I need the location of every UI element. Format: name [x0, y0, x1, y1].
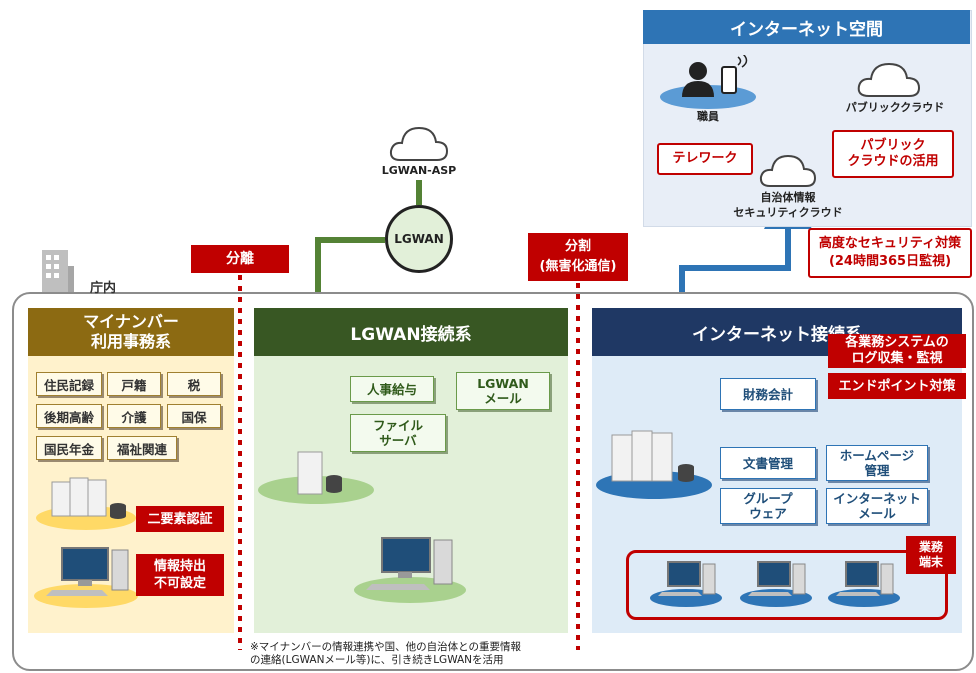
tag-homepage-line1: ホームページ: [839, 448, 915, 463]
footnote-line1: ※マイナンバーの情報連携や国、他の自治体との重要情報: [250, 641, 521, 653]
business-terminal-group: [626, 550, 948, 620]
mynumber-title-line1: マイナンバー: [83, 312, 179, 331]
lgwan-server-icon: [258, 451, 374, 504]
lgwan-asp-label: LGWAN-ASP: [381, 163, 457, 177]
mynumber-title-line2: 利用事務系: [90, 332, 171, 351]
tag-file-server-line2: サーバ: [379, 433, 417, 448]
tag-national-pension: 国民年金: [36, 436, 102, 460]
lgwan-node: LGWAN: [385, 205, 453, 273]
internet-server-icon: [596, 430, 712, 499]
footnote: ※マイナンバーの情報連携や国、他の自治体との重要情報 の連絡(LGWANメール等…: [250, 641, 580, 669]
tag-internet-mail: インターネット メール: [826, 488, 928, 524]
mynumber-server-icon: [36, 477, 136, 530]
security-cloud-line2: セキュリティクラウド: [733, 206, 843, 219]
staff-label: 職員: [697, 110, 719, 123]
security-cloud-line1: 自治体情報: [760, 191, 816, 204]
log-collection-line2: ログ収集・監視: [851, 351, 943, 366]
tag-health-insurance: 国保: [167, 404, 221, 428]
tag-lgwan-mail-line2: メール: [484, 391, 522, 406]
mynumber-pc-icon: [34, 547, 138, 608]
tag-finance: 財務会計: [720, 378, 816, 410]
terminal-pc-icon-1: [650, 561, 722, 607]
tag-groupware-line2: ウェア: [749, 506, 787, 521]
endpoint-badge: エンドポイント対策: [828, 373, 966, 399]
tag-lgwan-mail: LGWAN メール: [456, 372, 550, 410]
public-cloud-use-line2: クラウドの活用: [847, 154, 939, 169]
public-cloud-icon: [857, 62, 921, 97]
tag-file-server: ファイル サーバ: [350, 414, 446, 452]
tag-internet-mail-line1: インターネット: [833, 491, 921, 506]
no-export-line2: 不可設定: [153, 576, 206, 591]
business-terminal-line1: 業務: [918, 540, 943, 554]
footnote-line2: の連絡(LGWANメール等)に、引き続きLGWANを活用: [250, 654, 504, 666]
mynumber-title: マイナンバー 利用事務系: [28, 308, 234, 356]
tag-care: 介護: [107, 404, 161, 428]
lgwan-to-column-line: [315, 237, 385, 308]
internet-space-title: インターネット空間: [643, 10, 970, 44]
tag-document: 文書管理: [720, 447, 816, 479]
telework-box: テレワーク: [657, 143, 753, 175]
security-cloud-label: 自治体情報 セキュリティクラウド: [718, 190, 858, 220]
public-cloud-use-line1: パブリック: [860, 138, 926, 153]
tag-groupware-line1: グループ: [743, 491, 793, 506]
tag-homepage-line2: 管理: [864, 463, 890, 478]
division-label: 分割 (無害化通信): [528, 233, 628, 281]
tag-groupware: グループ ウェア: [720, 488, 816, 524]
terminal-pc-icon-2: [740, 561, 812, 607]
tag-file-server-line1: ファイル: [372, 418, 423, 433]
public-cloud-label: パブリッククラウド: [845, 101, 945, 114]
business-terminal-line2: 端末: [918, 555, 943, 569]
tag-welfare: 福祉関連: [107, 436, 177, 460]
lgwan-pc-icon: [354, 537, 466, 603]
no-export-badge: 情報持出 不可設定: [136, 554, 224, 596]
security-cloud-icon: [759, 154, 817, 187]
advanced-security-line1: 高度なセキュリティ対策: [818, 236, 962, 251]
tag-lgwan-mail-line1: LGWAN: [477, 376, 529, 391]
tag-resident-record: 住民記録: [36, 372, 102, 396]
tag-elderly: 後期高齢: [36, 404, 102, 428]
building-icon: [42, 250, 74, 292]
division-line1: 分割: [564, 239, 591, 254]
lgwan-asp-cloud-icon: [389, 126, 449, 161]
tag-payroll: 人事給与: [350, 376, 434, 402]
log-collection-badge: 各業務システムの ログ収集・監視: [828, 334, 966, 368]
public-cloud-use-box: パブリック クラウドの活用: [832, 130, 954, 178]
tag-tax: 税: [167, 372, 221, 396]
business-terminal-badge: 業務 端末: [906, 536, 956, 574]
staff-icon: [660, 55, 756, 109]
no-export-line1: 情報持出: [153, 559, 206, 574]
lgwan-system-title: LGWAN接続系: [254, 308, 568, 356]
tag-family-register: 戸籍: [107, 372, 161, 396]
terminal-pc-icon-3: [828, 561, 900, 607]
two-factor-auth-badge: 二要素認証: [136, 506, 224, 532]
office-label: 庁内: [90, 281, 117, 296]
tag-homepage: ホームページ 管理: [826, 445, 928, 481]
log-collection-line1: 各業務システムの: [845, 335, 949, 350]
tag-internet-mail-line2: メール: [858, 506, 896, 521]
advanced-security-line2: (24時間365日監視): [828, 254, 952, 269]
separation-label: 分離: [191, 245, 289, 273]
division-line2: (無害化通信): [539, 259, 617, 274]
internet-uplink-line: [679, 181, 812, 308]
advanced-security-box: 高度なセキュリティ対策 (24時間365日監視): [808, 228, 972, 278]
